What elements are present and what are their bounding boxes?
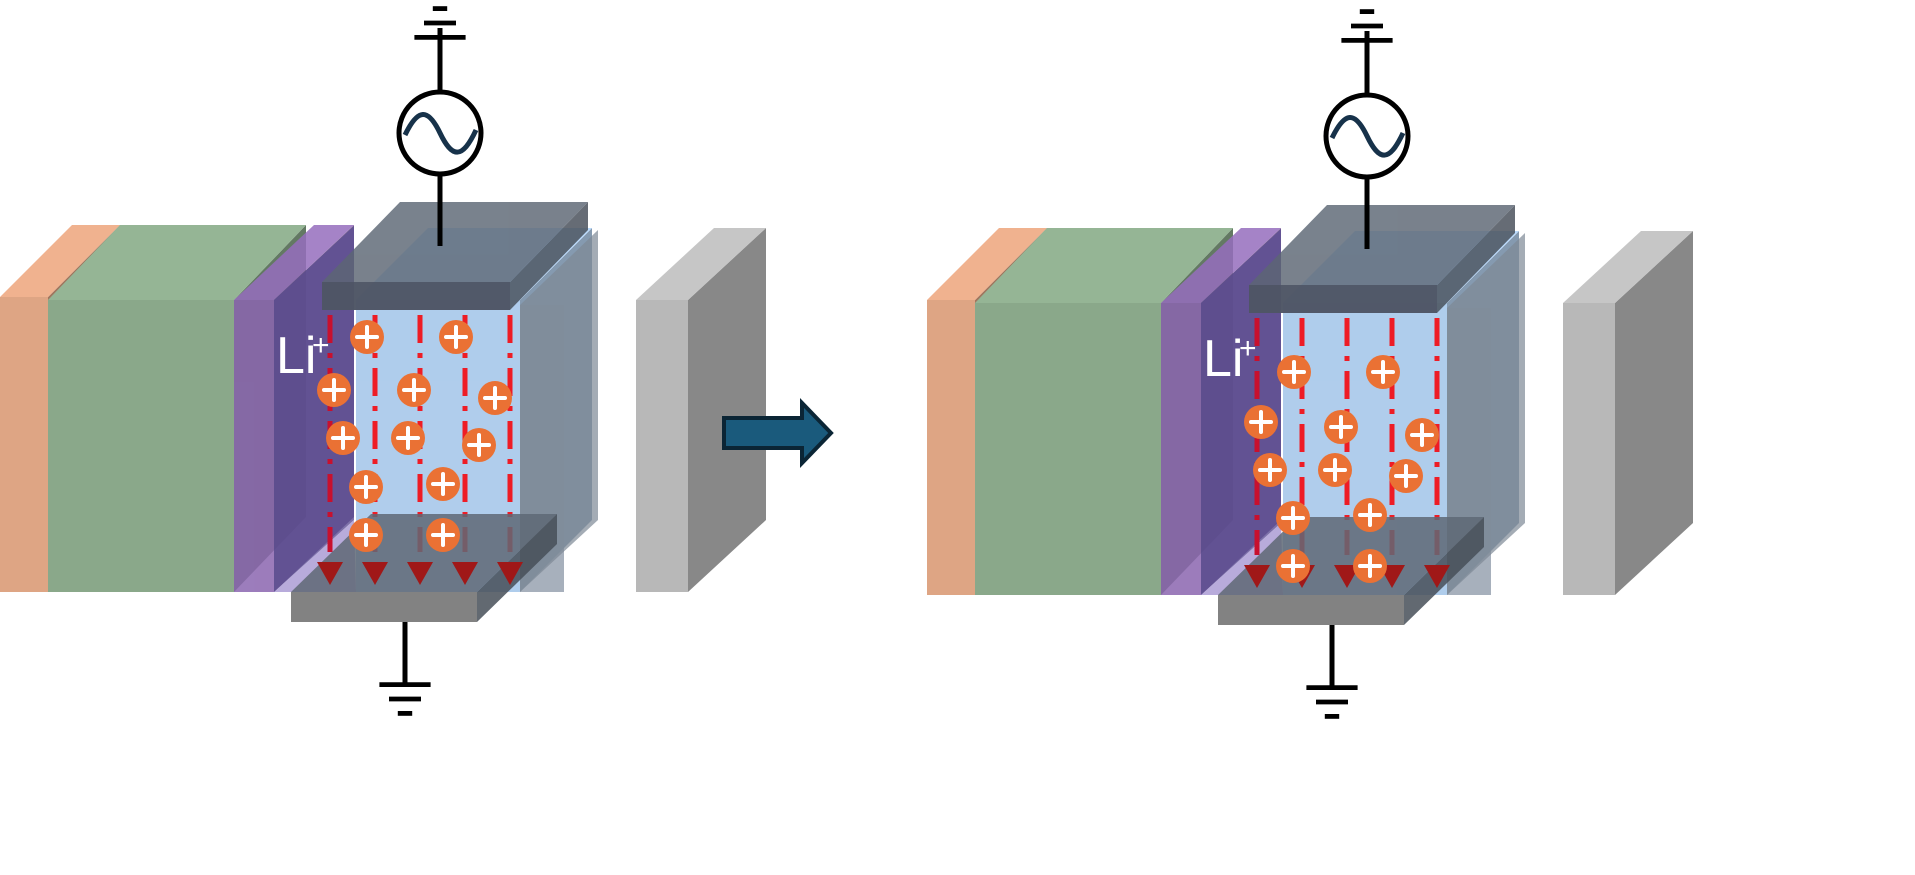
li-ion (1318, 453, 1352, 487)
ground-icon (379, 685, 430, 714)
substrate-layer-front (1563, 303, 1615, 595)
li-ion (1366, 355, 1400, 389)
li-ion (1244, 405, 1278, 439)
substrate-layer (1563, 231, 1693, 595)
li-ion-charge: + (312, 329, 330, 362)
ac-source-wave (402, 112, 479, 155)
li-ion-label: Li (276, 327, 316, 385)
substrate-layer (636, 228, 766, 592)
li-ion (462, 428, 496, 462)
field-arrow-head (1334, 565, 1360, 588)
li-ion (1353, 549, 1387, 583)
ac-source-icon (1323, 92, 1411, 180)
anode-layer-front (927, 300, 975, 595)
right-arrow-icon (722, 398, 834, 468)
substrate-layer-top (1563, 231, 1693, 303)
substrate-layer-side (1615, 231, 1693, 595)
li-ion-charge: + (1239, 332, 1257, 365)
ground-icon (1306, 688, 1357, 717)
li-ion (1253, 453, 1287, 487)
li-ion-label: Li (1203, 330, 1243, 388)
anode-layer-top (0, 225, 120, 297)
field-arrow-head (452, 562, 478, 585)
li-ion (1389, 459, 1423, 493)
li-ion (1324, 410, 1358, 444)
li-ion (1405, 418, 1439, 452)
li-ion (1276, 549, 1310, 583)
field-arrow-head (1424, 565, 1450, 588)
overlay-side (520, 230, 598, 592)
top-electrode-top (1249, 205, 1515, 285)
li-ion (1353, 498, 1387, 532)
top-electrode-side (510, 202, 588, 310)
substrate-layer-side (688, 228, 766, 592)
top-electrode-top (322, 202, 588, 282)
field-arrow-head (407, 562, 433, 585)
li-ion (439, 320, 473, 354)
top-electrode-side (1437, 205, 1515, 313)
li-ion (349, 470, 383, 504)
cathode-layer-top (48, 225, 306, 300)
interlayer-side-shade (274, 226, 354, 592)
interlayer-front (234, 300, 274, 592)
li-ion (426, 518, 460, 552)
cathode-layer-top (975, 228, 1233, 303)
ac-source-icon (396, 89, 484, 177)
li-ion (1276, 501, 1310, 535)
li-ion (349, 518, 383, 552)
li-ion (478, 381, 512, 415)
li-ion (326, 421, 360, 455)
bottom-electrode-front-face (1218, 595, 1404, 625)
field-arrow-head (317, 562, 343, 585)
device-panel-after: Li+ (927, 12, 1693, 717)
device-panel-before: Li+ (0, 9, 766, 714)
substrate-layer-top (636, 228, 766, 300)
interlayer-side-shade (1201, 229, 1281, 595)
substrate-layer-front (636, 300, 688, 592)
ac-source-wave (1329, 115, 1406, 158)
cathode-layer-front (975, 303, 1161, 595)
cathode-layer-front (48, 300, 234, 592)
bottom-electrode-front-face (291, 592, 477, 622)
top-electrode-front-face (322, 282, 510, 310)
transition-arrow-shape (722, 398, 834, 468)
anode-layer-top (927, 228, 1047, 300)
li-ion (397, 373, 431, 407)
li-ion (1277, 355, 1311, 389)
li-ion (350, 320, 384, 354)
li-ion (426, 467, 460, 501)
li-ion (317, 373, 351, 407)
top-electrode-front-face (1249, 285, 1437, 313)
field-arrow-head (1244, 565, 1270, 588)
field-arrow-head (362, 562, 388, 585)
interlayer-front (1161, 303, 1201, 595)
overlay-side (1447, 233, 1525, 595)
field-arrow-head (497, 562, 523, 585)
interlayer-top (234, 225, 354, 300)
interlayer-top (1161, 228, 1281, 303)
anode-layer-front (0, 297, 48, 592)
li-ion (391, 421, 425, 455)
